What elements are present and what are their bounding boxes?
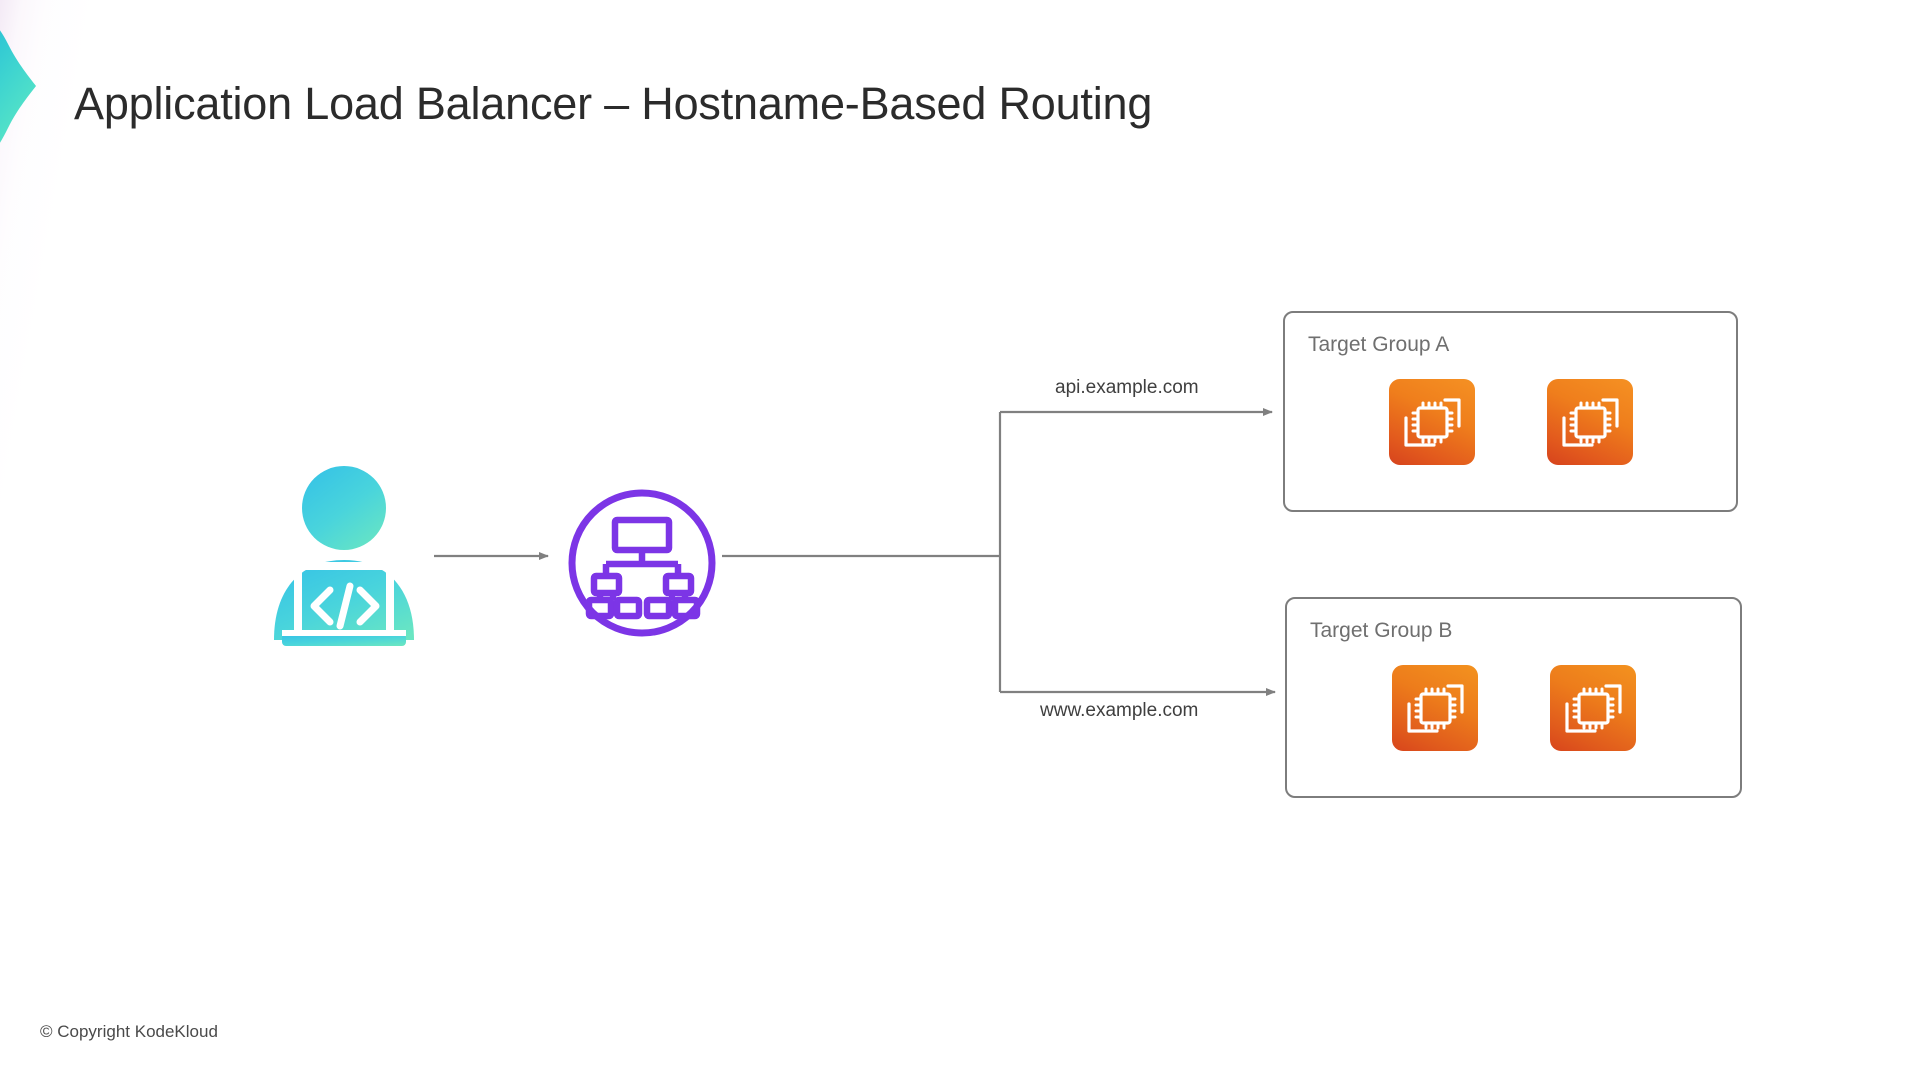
load-balancer-icon [563,484,721,642]
ec2-instance-icon [1391,665,1478,751]
edge-label-www-example-com: www.example.com [1040,700,1199,721]
ec2-instance-icon [1549,665,1636,751]
target-group-b-label: Target Group B [1310,619,1453,642]
client-developer-icon [268,462,420,652]
target-group-b-box: Target Group B [1285,597,1742,798]
target-group-b-instances [1287,665,1740,751]
ec2-instance-icon [1388,379,1475,465]
page-title: Application Load Balancer – Hostname-Bas… [74,78,1153,129]
copyright-footer: © Copyright KodeKloud [40,1022,218,1041]
ec2-instance-icon [1546,379,1633,465]
edge-label-api-example-com: api.example.com [1055,377,1199,398]
target-group-a-box: Target Group A [1283,311,1738,512]
brand-chevron-icon [0,10,50,170]
target-group-a-instances [1285,379,1736,465]
edge-load-balancer-trunk [722,412,1002,692]
target-group-a-label: Target Group A [1308,333,1450,356]
